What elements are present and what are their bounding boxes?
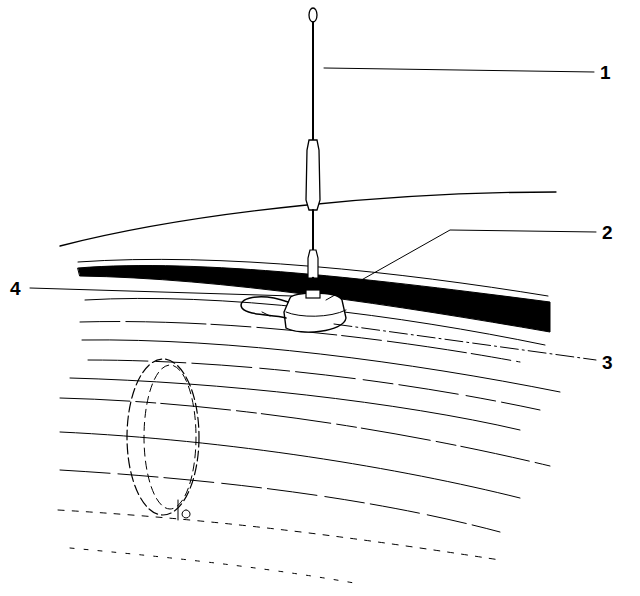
callout-number: 1 xyxy=(600,63,611,82)
callout-number: 2 xyxy=(602,223,613,242)
callout-number: 4 xyxy=(10,279,21,298)
callout-number: 3 xyxy=(602,353,613,372)
